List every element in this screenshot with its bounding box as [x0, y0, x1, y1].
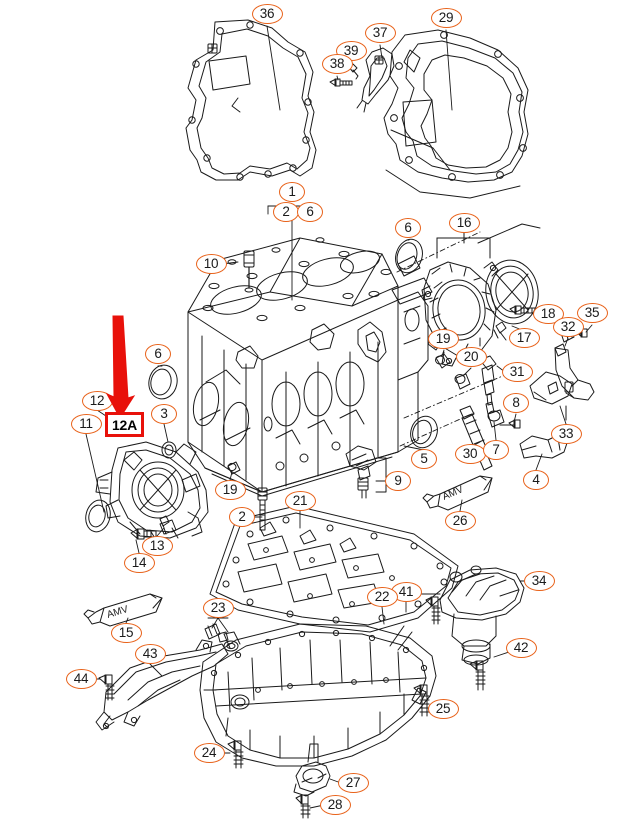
part-19-bush-b: [227, 461, 241, 475]
part-callout-18[interactable]: 18: [532, 304, 564, 324]
part-8-bolt: [499, 419, 521, 429]
part-28-bolt: [295, 794, 311, 819]
part-7-bush: [487, 409, 505, 428]
part-25-bolt: [413, 684, 430, 717]
part-callout-29[interactable]: 29: [430, 8, 462, 28]
part-13-pin: [159, 515, 170, 535]
part-26-sealant-tube: [422, 475, 493, 511]
part-callout-7[interactable]: 7: [483, 440, 509, 460]
part-32-bracket: [554, 343, 595, 401]
part-callout-23[interactable]: 23: [202, 598, 234, 618]
part-callout-21[interactable]: 21: [284, 491, 316, 511]
part-callout-34[interactable]: 34: [523, 571, 555, 591]
part-1-cylinder-block: [187, 237, 433, 497]
part-callout-42[interactable]: 42: [505, 638, 537, 658]
part-27-sensor: [293, 743, 331, 797]
part-31-sensor: [479, 355, 497, 415]
part-20-bush: [454, 373, 471, 390]
part-6-oring-b: [148, 364, 178, 400]
part-callout-27[interactable]: 27: [337, 773, 369, 793]
highlight-arrow: [105, 315, 136, 419]
part-callout-35[interactable]: 35: [576, 303, 608, 323]
part-callout-24[interactable]: 24: [193, 743, 225, 763]
part-callout-2-top[interactable]: 2: [273, 202, 299, 222]
part-callout-11[interactable]: 11: [70, 414, 102, 434]
part-callout-2-lower[interactable]: 2: [229, 507, 255, 527]
part-callout-32[interactable]: 32: [552, 317, 584, 337]
part-5-oring-c: [410, 415, 438, 449]
part-callout-9[interactable]: 9: [385, 471, 411, 491]
part-3-plug: [161, 441, 177, 459]
part-callout-25[interactable]: 25: [427, 699, 459, 719]
part-callout-37[interactable]: 37: [364, 23, 396, 43]
part-34-module: [439, 565, 525, 666]
part-callout-15[interactable]: 15: [110, 623, 142, 643]
part-24-bolt: [227, 740, 244, 769]
part-17-pin: [493, 321, 507, 341]
part-36-gasket: [185, 19, 317, 181]
part-callout-6-left[interactable]: 6: [145, 344, 171, 364]
part-callout-5[interactable]: 5: [411, 449, 437, 469]
part-callout-19-upper[interactable]: 19: [427, 329, 459, 349]
part-callout-6-top[interactable]: 6: [297, 202, 323, 222]
part-callout-19-lower[interactable]: 19: [214, 480, 246, 500]
part-callout-22[interactable]: 22: [366, 587, 398, 607]
part-15-sealant-tube: [83, 593, 163, 627]
part-10-dowel: [243, 250, 255, 293]
highlighted-part-label-12a[interactable]: 12A: [105, 412, 144, 437]
part-2-head-bolt-a: [257, 487, 268, 531]
part-callout-38[interactable]: 38: [321, 54, 353, 74]
part-callout-3[interactable]: 3: [151, 404, 177, 424]
part-9-bolt-collar: [345, 445, 387, 499]
part-callout-16[interactable]: 16: [448, 213, 480, 233]
part-callout-17[interactable]: 17: [508, 328, 540, 348]
part-21-gasket-plate: [209, 505, 459, 633]
part-19-bush-a: [435, 353, 451, 369]
part-11-seal: [85, 499, 111, 533]
part-6-oring-a: [395, 238, 423, 274]
part-29-flange: [383, 29, 529, 199]
part-callout-36[interactable]: 36: [251, 4, 283, 24]
part-43-baffle: [95, 639, 229, 731]
part-callout-20[interactable]: 20: [455, 347, 487, 367]
part-18-bolt: [509, 305, 536, 315]
part-callout-43[interactable]: 43: [134, 644, 166, 664]
part-callout-44[interactable]: 44: [65, 669, 97, 689]
part-38-bolt: [329, 78, 353, 87]
part-callout-4[interactable]: 4: [523, 470, 549, 490]
part-callout-1[interactable]: 1: [279, 182, 305, 202]
part-callout-14[interactable]: 14: [123, 553, 155, 573]
part-callout-28[interactable]: 28: [319, 795, 351, 815]
part-42-bolt: [469, 660, 486, 691]
part-callout-6-right[interactable]: 6: [395, 218, 421, 238]
part-44-bolt: [98, 674, 115, 701]
part-callout-10[interactable]: 10: [195, 254, 227, 274]
part-16-oil-seal: [485, 259, 539, 325]
part-callout-8[interactable]: 8: [503, 393, 529, 413]
part-callout-33[interactable]: 33: [550, 424, 582, 444]
part-12-oil-pump: [95, 441, 209, 541]
part-callout-31[interactable]: 31: [501, 362, 533, 382]
part-callout-13[interactable]: 13: [141, 536, 173, 556]
part-22-oil-sump: [199, 623, 437, 767]
part-callout-30[interactable]: 30: [454, 444, 486, 464]
part-callout-26[interactable]: 26: [444, 511, 476, 531]
part-37-bracket: [356, 47, 395, 113]
part-41-bolt: [419, 593, 441, 625]
part-33-plate: [529, 371, 573, 405]
